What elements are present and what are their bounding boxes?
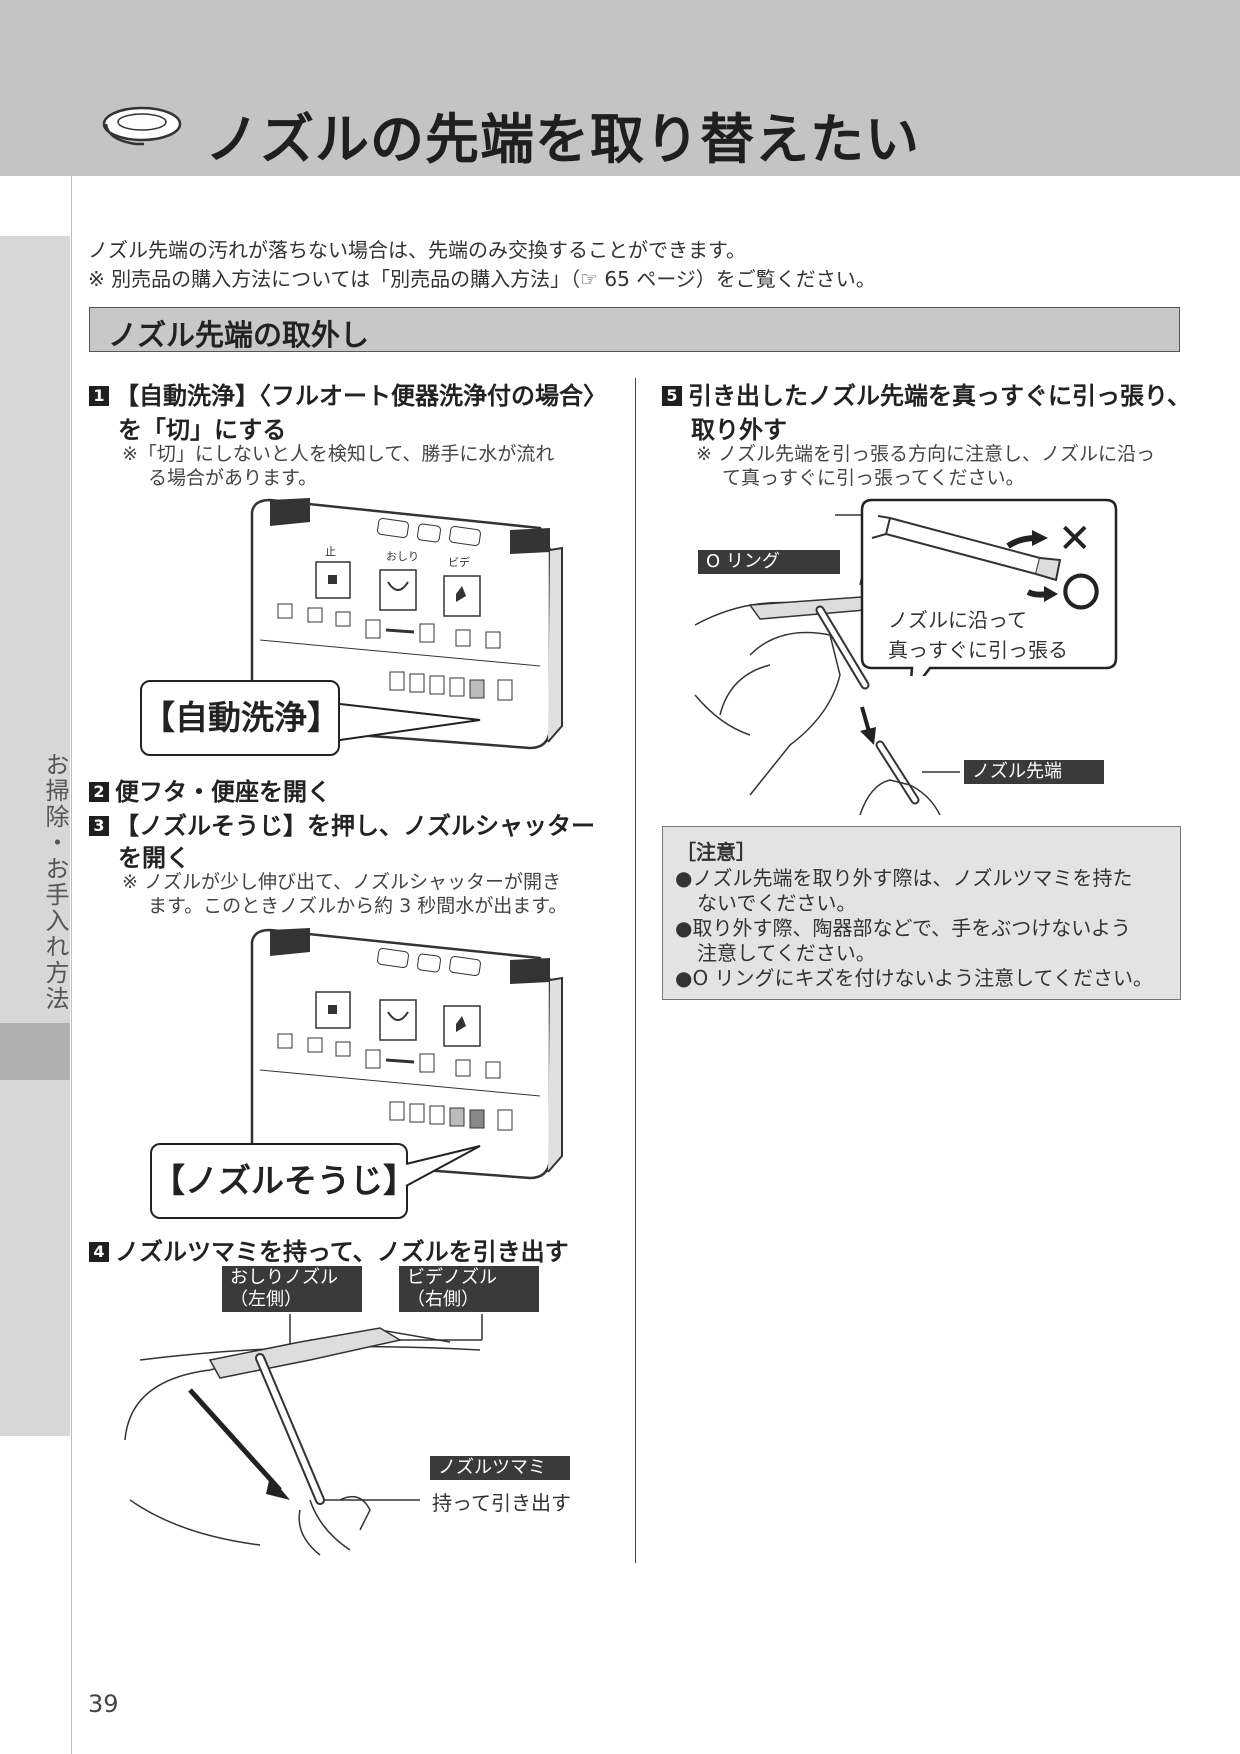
caution-item: ●取り外す際、陶器部などで、手をぶつけないよう 注意してください。 xyxy=(675,916,1131,966)
caution-item: ●ノズル先端を取り外す際は、ノズルツマミを持た ないでください。 xyxy=(675,866,1132,916)
side-rule xyxy=(71,176,72,1754)
note-line: る場合があります。 xyxy=(148,467,318,489)
step-5-note: ※ ノズル先端を引っ張る方向に注意し、ノズルに沿っ て真っすぐに引っ張ってくださ… xyxy=(696,442,1155,490)
nozzle-pull-illustration xyxy=(124,1314,483,1556)
column-divider xyxy=(635,378,636,1563)
step-text: 【自動洗浄】〈フルオート便器洗浄付の場合〉 xyxy=(115,382,607,410)
intro-text: ノズル先端の汚れが落ちない場合は、先端のみ交換することができます。 xyxy=(88,238,746,262)
step-number: 3 xyxy=(89,816,109,836)
caution-line: ないでください。 xyxy=(697,891,857,915)
label-pull-out: 持って引き出す xyxy=(432,1491,571,1515)
step-5-heading: 5 引き出したノズル先端を真っすぐに引っ張り、 xyxy=(662,376,1191,411)
note-line: て真っすぐに引っ張ってください。 xyxy=(722,467,1025,489)
section-bar xyxy=(89,307,1180,352)
label-line: （右側） xyxy=(407,1289,479,1310)
label-nozzle-tip: ノズル先端 xyxy=(964,760,1104,784)
remote-control-illustration xyxy=(250,928,563,1180)
zoom-callout-bubble xyxy=(860,498,1118,676)
intro-note: ※ 別売品の購入方法については「別売品の購入方法」（☞ 65 ページ）をご覧くだ… xyxy=(88,267,876,291)
side-tab xyxy=(0,236,70,1436)
label-pull-straight: 真っすぐに引っ張る xyxy=(888,638,1068,662)
svg-text:おしり: おしり xyxy=(386,550,419,563)
label-line: （左側） xyxy=(230,1289,302,1310)
callout-auto-wash: 【自動洗浄】 xyxy=(140,680,340,756)
label-line: ビデノズル xyxy=(407,1267,497,1288)
svg-text:止: 止 xyxy=(325,545,336,558)
step-3-heading-cont: を開く xyxy=(118,844,190,872)
callout-pointer xyxy=(405,1145,481,1187)
label-line: おしりノズル xyxy=(230,1267,338,1288)
wrong-direction-mark: ✕ xyxy=(1058,516,1092,562)
step-3-note: ※ ノズルが少し伸び出て、ノズルシャッターが開き ます。このときノズルから約 3… xyxy=(122,870,567,918)
correct-direction-mark: 〇 xyxy=(1062,571,1101,615)
side-tab-marker xyxy=(0,1023,70,1080)
step-number: 2 xyxy=(89,782,109,802)
caution-line: ●ノズル先端を取り外す際は、ノズルツマミを持た xyxy=(675,866,1133,890)
step-2-heading: 2 便フタ・便座を開く xyxy=(89,772,331,807)
note-line: ※ ノズルが少し伸び出て、ノズルシャッターが開き xyxy=(122,871,562,893)
callout-nozzle-clean: 【ノズルそうじ】 xyxy=(150,1143,416,1219)
label-along-nozzle: ノズルに沿って xyxy=(888,608,1027,632)
step-number: 5 xyxy=(662,386,682,406)
toilet-seat-icon xyxy=(102,106,182,146)
step-3-heading: 3 【ノズルそうじ】を押し、ノズルシャッター xyxy=(89,806,595,841)
note-line: ます。このときノズルから約 3 秒間水が出ます。 xyxy=(148,895,568,917)
svg-text:ビデ: ビデ xyxy=(448,555,470,569)
note-line: ※ ノズル先端を引っ張る方向に注意し、ノズルに沿っ xyxy=(696,443,1155,465)
step-text: 便フタ・便座を開く xyxy=(115,778,331,806)
step-text: ノズルツマミを持って、ノズルを引き出す xyxy=(115,1238,569,1266)
step-text: 【ノズルそうじ】を押し、ノズルシャッター xyxy=(115,812,595,840)
caution-title: ［注意］ xyxy=(676,840,756,864)
section-title: ノズル先端の取外し xyxy=(108,318,370,352)
label-oshiri-nozzle: おしりノズル （左側） xyxy=(222,1266,362,1312)
label-nozzle-knob: ノズルツマミ xyxy=(430,1456,570,1480)
caution-line: ●取り外す際、陶器部などで、手をぶつけないよう xyxy=(675,916,1131,940)
header-band xyxy=(0,0,1240,176)
label-bidet-nozzle: ビデノズル （右側） xyxy=(399,1266,539,1312)
step-1-heading: 1 【自動洗浄】〈フルオート便器洗浄付の場合〉 xyxy=(89,376,607,411)
step-1-heading-cont: を「切」にする xyxy=(118,416,287,444)
caution-item: ●O リングにキズを付けないよう注意してください。 xyxy=(675,966,1153,991)
step-5-heading-cont: 取り外す xyxy=(691,416,787,444)
page-number: 39 xyxy=(88,1690,119,1718)
step-text: 引き出したノズル先端を真っすぐに引っ張り、 xyxy=(688,382,1192,410)
caution-line: 注意してください。 xyxy=(697,941,876,965)
callout-pointer xyxy=(339,703,481,741)
label-o-ring: O リング xyxy=(698,550,840,574)
step-number: 1 xyxy=(89,386,109,406)
side-tab-label: お掃除・お手入れ方法 xyxy=(41,752,69,1012)
step-number: 4 xyxy=(89,1242,109,1262)
page-title: ノズルの先端を取り替えたい xyxy=(205,108,920,171)
caution-box xyxy=(662,826,1181,1000)
step-1-note: ※「切」にしないと人を検知して、勝手に水が流れ る場合があります。 xyxy=(122,442,554,490)
caution-line: ●O リングにキズを付けないよう注意してください。 xyxy=(675,966,1153,990)
note-line: ※「切」にしないと人を検知して、勝手に水が流れ xyxy=(122,443,555,465)
step-4-heading: 4 ノズルツマミを持って、ノズルを引き出す xyxy=(89,1232,569,1267)
